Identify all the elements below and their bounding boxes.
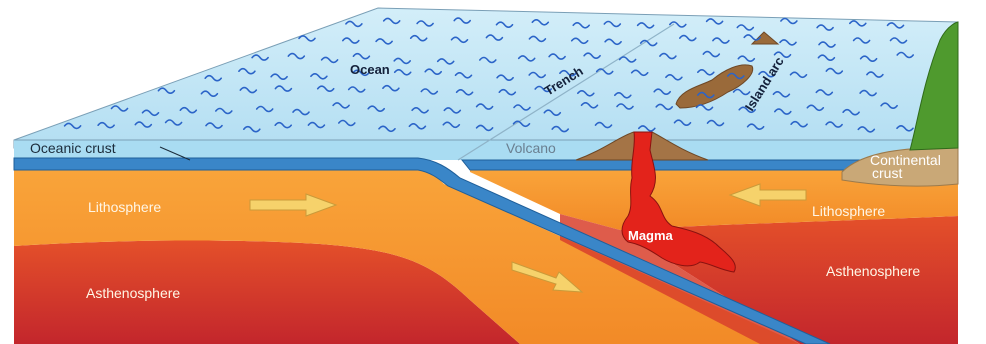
asthenosphere-right-label: Asthenosphere bbox=[826, 263, 920, 279]
lithosphere-left-label: Lithosphere bbox=[88, 199, 161, 215]
lithosphere-right-label: Lithosphere bbox=[812, 203, 885, 219]
volcano-label: Volcano bbox=[506, 140, 556, 156]
ocean-surface bbox=[14, 8, 958, 148]
oceanic-crust-label: Oceanic crust bbox=[30, 140, 116, 156]
ocean-label: Ocean bbox=[350, 62, 390, 77]
magma-label: Magma bbox=[628, 228, 674, 243]
continental-crust-label-line2: crust bbox=[872, 165, 902, 181]
asthenosphere-left-label: Asthenosphere bbox=[86, 285, 180, 301]
